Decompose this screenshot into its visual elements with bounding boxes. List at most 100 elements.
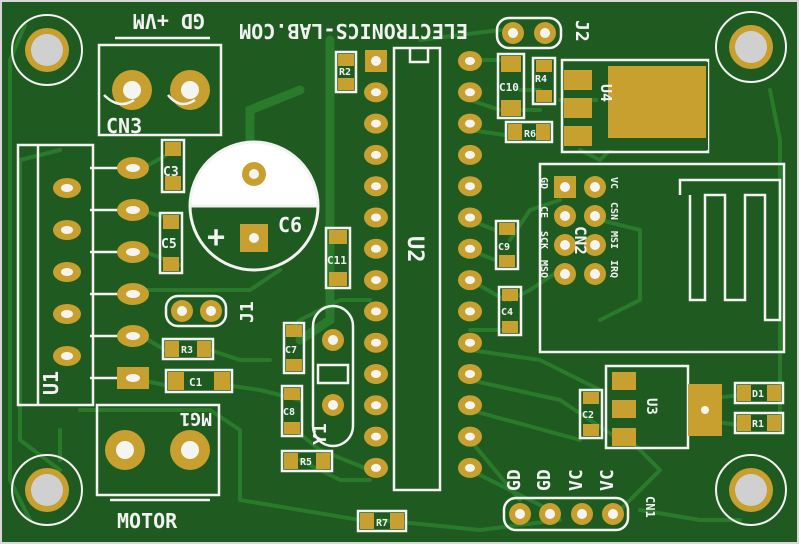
u2-pin-hole	[465, 401, 475, 410]
u2-pin-hole	[371, 119, 381, 128]
c7-label: C7	[285, 345, 297, 356]
c1-label: C1	[189, 376, 203, 389]
u2-pin-hole	[371, 338, 381, 347]
c5-capacitor	[158, 211, 184, 275]
c11-label: C11	[327, 254, 347, 267]
cn2-pin-mso: MSO	[538, 260, 549, 278]
r6-label: R6	[524, 129, 536, 140]
u2-pin-hole	[465, 244, 475, 253]
cn1-pin-3: VC	[566, 469, 587, 491]
cn2-pin-gd: GD	[538, 177, 549, 189]
u2-pin-hole	[371, 401, 381, 410]
r7-resistor	[356, 509, 408, 533]
u2-pin-hole	[465, 213, 475, 222]
cn2-pin-ce: CE	[538, 206, 549, 218]
c11-capacitor	[324, 226, 352, 290]
u2-pin-hole	[465, 307, 475, 316]
j2-label: J2	[571, 20, 592, 42]
u3-regulator	[604, 364, 722, 450]
cn1-label: CN1	[643, 496, 657, 518]
cn2-label: CN2	[571, 226, 590, 255]
c5-label: C5	[161, 237, 177, 252]
j1-header	[164, 294, 228, 328]
c1-capacitor	[164, 368, 234, 394]
mounting-hole-top-right	[715, 11, 787, 83]
d1-diode	[733, 381, 785, 405]
u3-label: U3	[643, 398, 659, 415]
j2-header	[495, 16, 563, 50]
c9-label: C9	[498, 242, 510, 253]
c6-label: C6	[278, 213, 302, 237]
mounting-hole-top-left	[11, 14, 83, 86]
c9-capacitor	[494, 219, 520, 271]
j1-label: J1	[237, 301, 258, 323]
u2-pin-hole	[371, 307, 381, 316]
u2-pin-hole	[371, 463, 381, 472]
cn2-pin-irq: IRQ	[608, 260, 619, 278]
cn2-pin-msi: MSI	[608, 231, 619, 249]
cn2-pin-vc: VC	[608, 177, 619, 189]
u2-pin-hole	[465, 463, 475, 472]
c6-plus-label: +	[207, 220, 225, 255]
u2-pin-hole	[465, 182, 475, 191]
mg1-terminal	[95, 403, 221, 502]
r3-resistor	[161, 337, 215, 361]
r5-label: R5	[300, 457, 312, 468]
r1-label: R1	[752, 419, 764, 430]
motor-label: MOTOR	[117, 509, 178, 533]
c7-capacitor	[282, 321, 306, 375]
c4-label: C4	[501, 307, 513, 318]
cn1-pin-2: GD	[534, 469, 555, 491]
u2-pin-hole	[465, 338, 475, 347]
site-label: ELECTRONICS-LAB.COM	[239, 19, 468, 43]
cn2-radio-module	[538, 162, 786, 354]
u1-label: U1	[39, 371, 63, 395]
cn2-pin-csn: CSN	[608, 202, 619, 220]
cn1-pin-4: VC	[597, 469, 618, 491]
r6-resistor	[504, 120, 554, 144]
u4-regulator	[560, 58, 710, 154]
r1-resistor	[733, 411, 785, 435]
u2-pin-hole	[371, 244, 381, 253]
u2-pin-hole	[465, 370, 475, 378]
cn3-pins-label: GD +VM	[133, 9, 205, 33]
r2-label: R2	[339, 67, 351, 78]
c6-capacitor	[188, 140, 320, 272]
u2-pin-hole	[465, 276, 475, 285]
r3-label: R3	[181, 345, 193, 356]
u2-pin-hole	[371, 432, 381, 441]
c10-capacitor	[496, 52, 526, 120]
r4-resistor	[531, 56, 557, 106]
u2-pin1-hole	[371, 56, 381, 66]
cn2-pin-sck: SCK	[538, 231, 549, 249]
u2-pin-hole	[371, 370, 381, 378]
u2-pin-hole	[371, 213, 381, 222]
u2-pin-hole	[465, 119, 475, 128]
c8-label: C8	[283, 407, 295, 418]
mg1-label: MG1	[179, 408, 212, 429]
u2-pin-hole	[371, 88, 381, 97]
u2-pin-hole	[371, 150, 381, 159]
cn1-header	[502, 496, 630, 532]
cn3-label: CN3	[106, 114, 142, 138]
cn1-pin-1: GD	[504, 469, 525, 491]
c2-capacitor	[578, 388, 604, 440]
u2-chip	[392, 46, 442, 492]
c3-capacitor	[160, 138, 186, 194]
cn3-terminal	[97, 36, 223, 137]
mounting-hole-bottom-right	[715, 454, 787, 526]
c8-capacitor	[280, 384, 304, 438]
y1-label: Y1	[310, 423, 331, 445]
r2-resistor	[334, 50, 358, 94]
r4-label: R4	[535, 74, 547, 85]
c4-capacitor	[497, 285, 523, 337]
u2-pin-hole	[465, 57, 475, 65]
u1-module	[16, 143, 149, 407]
u2-label: U2	[402, 236, 427, 263]
u2-pins-right	[458, 51, 482, 478]
u2-pin-hole	[465, 150, 475, 159]
y1-crystal	[311, 304, 355, 448]
c3-label: C3	[163, 165, 179, 180]
u2-pin-hole	[465, 88, 475, 97]
